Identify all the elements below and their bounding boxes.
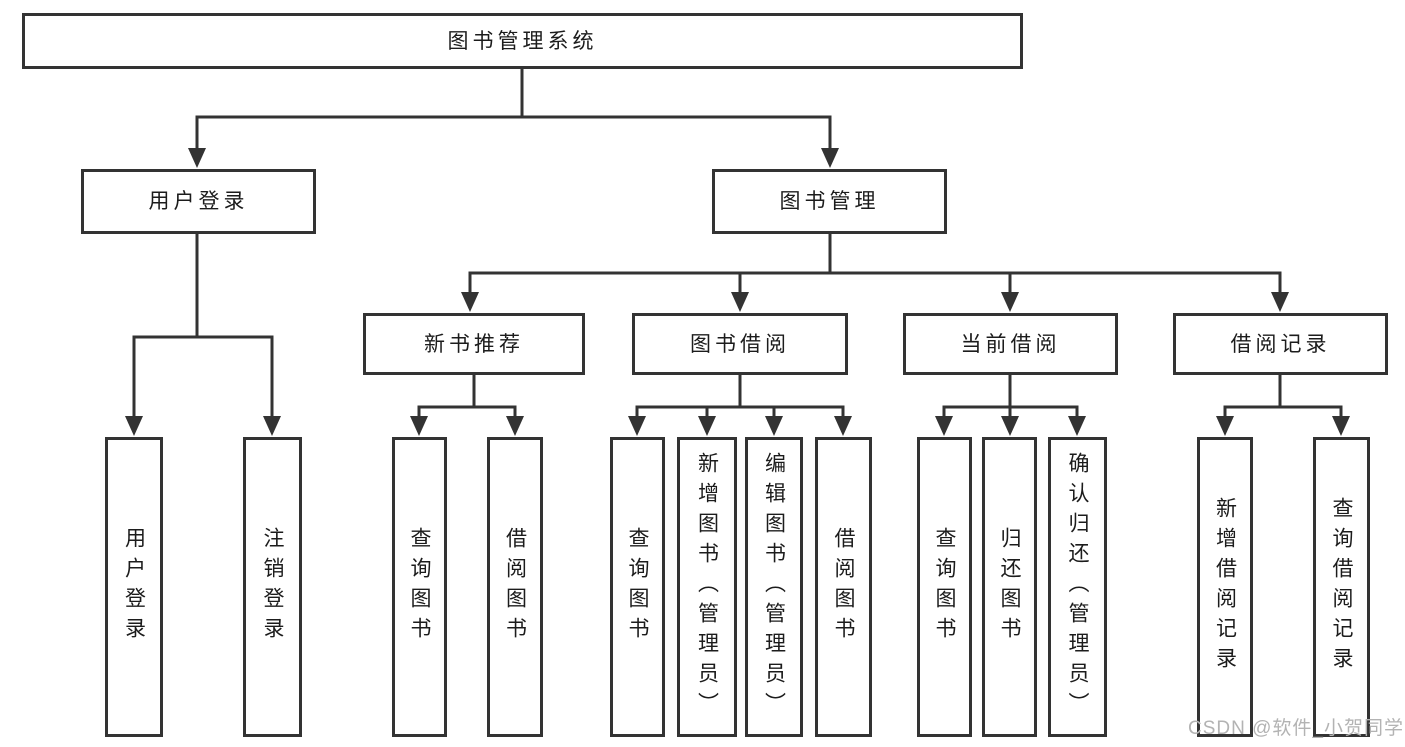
- arrowhead-bb-add: [698, 416, 716, 436]
- arrowhead-cb-query: [935, 416, 953, 436]
- node-leaf-nb-query: 查询图书: [392, 437, 447, 737]
- node-leaf-nb-borrow: 借阅图书: [487, 437, 543, 737]
- arrowhead-bb-query: [628, 416, 646, 436]
- connector-root-to-level2: [188, 69, 839, 168]
- arrowhead-new-books: [461, 292, 479, 312]
- node-leaf-bb-query-label: 查询图书: [626, 527, 649, 647]
- arrowhead-br-add: [1216, 416, 1234, 436]
- arrowhead-leaf-user-login: [125, 416, 143, 436]
- node-leaf-cb-query-label: 查询图书: [933, 527, 956, 647]
- node-leaf-cb-query: 查询图书: [917, 437, 972, 737]
- connector-current-borrow-children: [935, 375, 1086, 436]
- node-leaf-br-query-label: 查询借阅记录: [1330, 497, 1353, 677]
- node-current-borrow-label: 当前借阅: [960, 332, 1061, 356]
- node-leaf-logout-label: 注销登录: [261, 527, 284, 647]
- node-book-mgmt: 图书管理: [712, 169, 947, 234]
- node-new-books: 新书推荐: [363, 313, 585, 375]
- node-leaf-cb-return-label: 归还图书: [998, 527, 1021, 647]
- node-leaf-br-add: 新增借阅记录: [1197, 437, 1253, 737]
- node-leaf-br-add-label: 新增借阅记录: [1213, 497, 1237, 677]
- node-leaf-cb-confirm: 确认归还（管理员）: [1048, 437, 1107, 737]
- node-user-login-label: 用户登录: [148, 190, 249, 213]
- arrowhead-cb-confirm: [1068, 416, 1086, 436]
- arrowhead-current-borrow: [1001, 292, 1019, 312]
- arrowhead-nb-query: [410, 416, 428, 436]
- node-leaf-cb-confirm-label: 确认归还（管理员）: [1066, 452, 1089, 722]
- watermark: CSDN @软件_小贺同学: [1188, 718, 1404, 739]
- node-leaf-bb-borrow-label: 借阅图书: [832, 527, 855, 647]
- node-leaf-bb-edit-label: 编辑图书（管理员）: [762, 452, 786, 722]
- arrowhead-user-login: [188, 148, 206, 168]
- node-leaf-br-query: 查询借阅记录: [1313, 437, 1370, 737]
- node-leaf-user-login-label: 用户登录: [122, 527, 146, 647]
- node-current-borrow: 当前借阅: [903, 313, 1118, 375]
- arrowhead-book-borrow: [731, 292, 749, 312]
- node-leaf-bb-query: 查询图书: [610, 437, 665, 737]
- node-user-login: 用户登录: [81, 169, 316, 234]
- arrowhead-leaf-logout: [263, 416, 281, 436]
- connector-book-borrow-children: [628, 375, 852, 436]
- node-leaf-nb-query-label: 查询图书: [408, 527, 431, 647]
- node-leaf-logout: 注销登录: [243, 437, 302, 737]
- arrowhead-bb-borrow: [834, 416, 852, 436]
- arrowhead-borrow-records: [1271, 292, 1289, 312]
- connector-borrow-records-children: [1216, 375, 1350, 436]
- node-leaf-bb-borrow: 借阅图书: [815, 437, 872, 737]
- node-leaf-nb-borrow-label: 借阅图书: [503, 527, 527, 647]
- node-leaf-user-login: 用户登录: [105, 437, 163, 737]
- node-book-borrow: 图书借阅: [632, 313, 848, 375]
- node-library-system-label: 图书管理系统: [447, 29, 598, 53]
- connector-book-mgmt-to-level3: [461, 234, 1289, 312]
- arrowhead-br-query: [1332, 416, 1350, 436]
- node-leaf-cb-return: 归还图书: [982, 437, 1037, 737]
- node-borrow-records: 借阅记录: [1173, 313, 1388, 375]
- arrowhead-book-mgmt: [821, 148, 839, 168]
- node-book-borrow-label: 图书借阅: [690, 332, 790, 356]
- node-leaf-bb-edit: 编辑图书（管理员）: [745, 437, 803, 737]
- arrowhead-cb-return: [1001, 416, 1019, 436]
- node-leaf-bb-add-label: 新增图书（管理员）: [695, 452, 719, 722]
- connector-user-login-children: [125, 234, 281, 436]
- arrowhead-bb-edit: [765, 416, 783, 436]
- node-new-books-label: 新书推荐: [424, 332, 524, 356]
- connector-new-books-children: [410, 375, 524, 436]
- node-borrow-records-label: 借阅记录: [1230, 332, 1331, 356]
- node-library-system: 图书管理系统: [22, 13, 1023, 69]
- node-leaf-bb-add: 新增图书（管理员）: [677, 437, 737, 737]
- node-book-mgmt-label: 图书管理: [779, 190, 880, 213]
- arrowhead-nb-borrow: [506, 416, 524, 436]
